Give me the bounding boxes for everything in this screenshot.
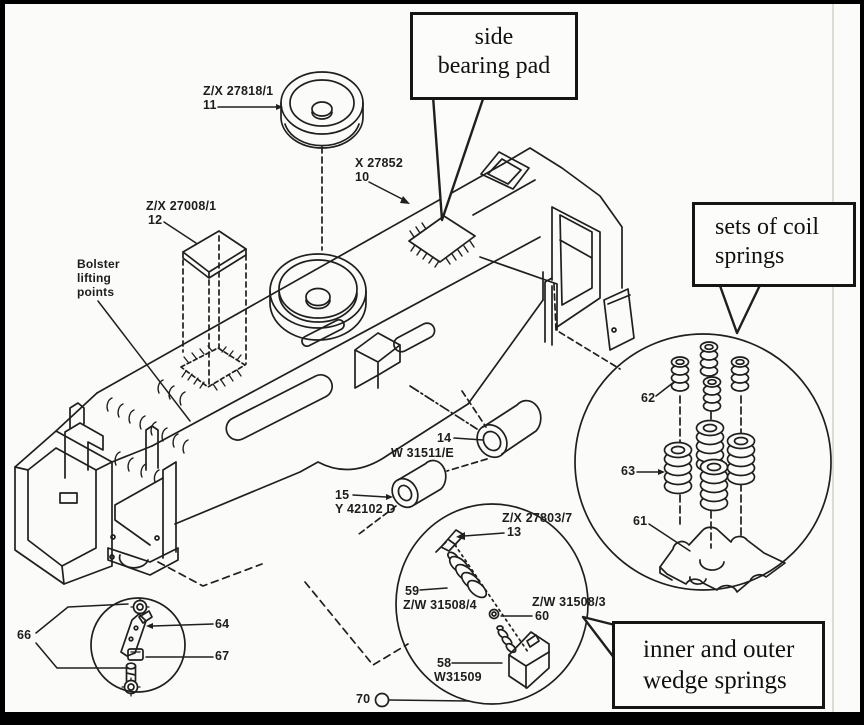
- side-bearing-seat-hatched: [408, 215, 476, 268]
- part-label-59: 59 Z/W 31508/4: [403, 584, 477, 612]
- part-number-66: 66: [17, 628, 32, 642]
- part-70-washer: [374, 692, 470, 708]
- part-number: 11: [203, 98, 217, 112]
- assembly-dashed-lines: [157, 146, 621, 666]
- surface-texture-ticks: [106, 379, 189, 483]
- part-label-12: Z/X 27008/1 12: [146, 199, 216, 227]
- lifting-point-hatch: [181, 345, 242, 391]
- part-number: 15: [335, 488, 350, 502]
- part-label-10: X 27852 10: [355, 156, 403, 184]
- friction-wedge-block: [508, 631, 550, 689]
- part-number: 10: [355, 170, 370, 184]
- callout-side-bearing-pad: side bearing pad: [410, 12, 578, 100]
- coil-springs-circle: [574, 333, 832, 593]
- part-code: Z/X 27803/7: [502, 511, 573, 525]
- outer-coil-springs: [663, 419, 756, 512]
- release-lever: [120, 610, 153, 657]
- part-code: Y 42102 D: [335, 502, 396, 516]
- wedge-springs-circle: [395, 503, 589, 705]
- part-number: 59: [405, 584, 420, 598]
- part-code: Z/X 27818/1: [203, 84, 274, 98]
- inner-wedge-spring: [496, 625, 517, 654]
- lock-bolt: [121, 662, 141, 697]
- part-number: 12: [148, 213, 163, 227]
- part-number: 58: [437, 656, 452, 670]
- spring-washer: [488, 608, 500, 620]
- part-number: 60: [535, 609, 550, 623]
- retaining-clip: [127, 648, 144, 661]
- lifting-pad: [180, 230, 247, 391]
- part-label-15: 15 Y 42102 D: [335, 488, 396, 516]
- part-code: X 27852: [355, 156, 403, 170]
- part-code: Z/X 27008/1: [146, 199, 217, 213]
- part-label-58: 58 W31509: [434, 656, 482, 684]
- small-parts-circle: [90, 597, 186, 697]
- leader-lines: [35, 104, 691, 669]
- part-number-62: 62: [641, 391, 656, 405]
- centre-pivot-bowl: [269, 253, 367, 341]
- part-label-11: Z/X 27818/1 11: [203, 84, 273, 112]
- part-number-63: 63: [621, 464, 636, 478]
- part-number-70: 70: [356, 692, 371, 706]
- part-label-60: Z/W 31508/3 60: [532, 595, 606, 623]
- callout-pointers: [431, 94, 763, 661]
- inner-coil-springs: [670, 341, 750, 412]
- bush-14: [476, 399, 542, 459]
- part-code: Z/W 31508/4: [403, 598, 477, 612]
- label-bolster-lifting-points: Bolster lifting points: [77, 257, 120, 299]
- bolster-body: [14, 147, 635, 585]
- part-number: 13: [507, 525, 522, 539]
- part-code: Z/W 31508/3: [532, 595, 606, 609]
- part-code: W31509: [434, 670, 482, 684]
- part-number-67: 67: [215, 649, 230, 663]
- bush-15: [391, 459, 447, 509]
- side-bearing-disc: [280, 71, 364, 149]
- part-number-14: 14: [437, 431, 452, 445]
- outer-wedge-spring: [447, 551, 488, 599]
- part-number-61: 61: [633, 514, 648, 528]
- callout-inner-outer-wedge-springs: inner and outer wedge springs: [612, 621, 825, 709]
- spring-plank: [659, 526, 786, 593]
- part-number-64: 64: [215, 617, 230, 631]
- callout-sets-of-coil-springs: sets of coil springs: [692, 202, 856, 287]
- retainer-pin: [435, 529, 465, 553]
- part-code-14: W 31511/E: [391, 446, 454, 460]
- part-label-13: Z/X 27803/7 13: [502, 511, 572, 539]
